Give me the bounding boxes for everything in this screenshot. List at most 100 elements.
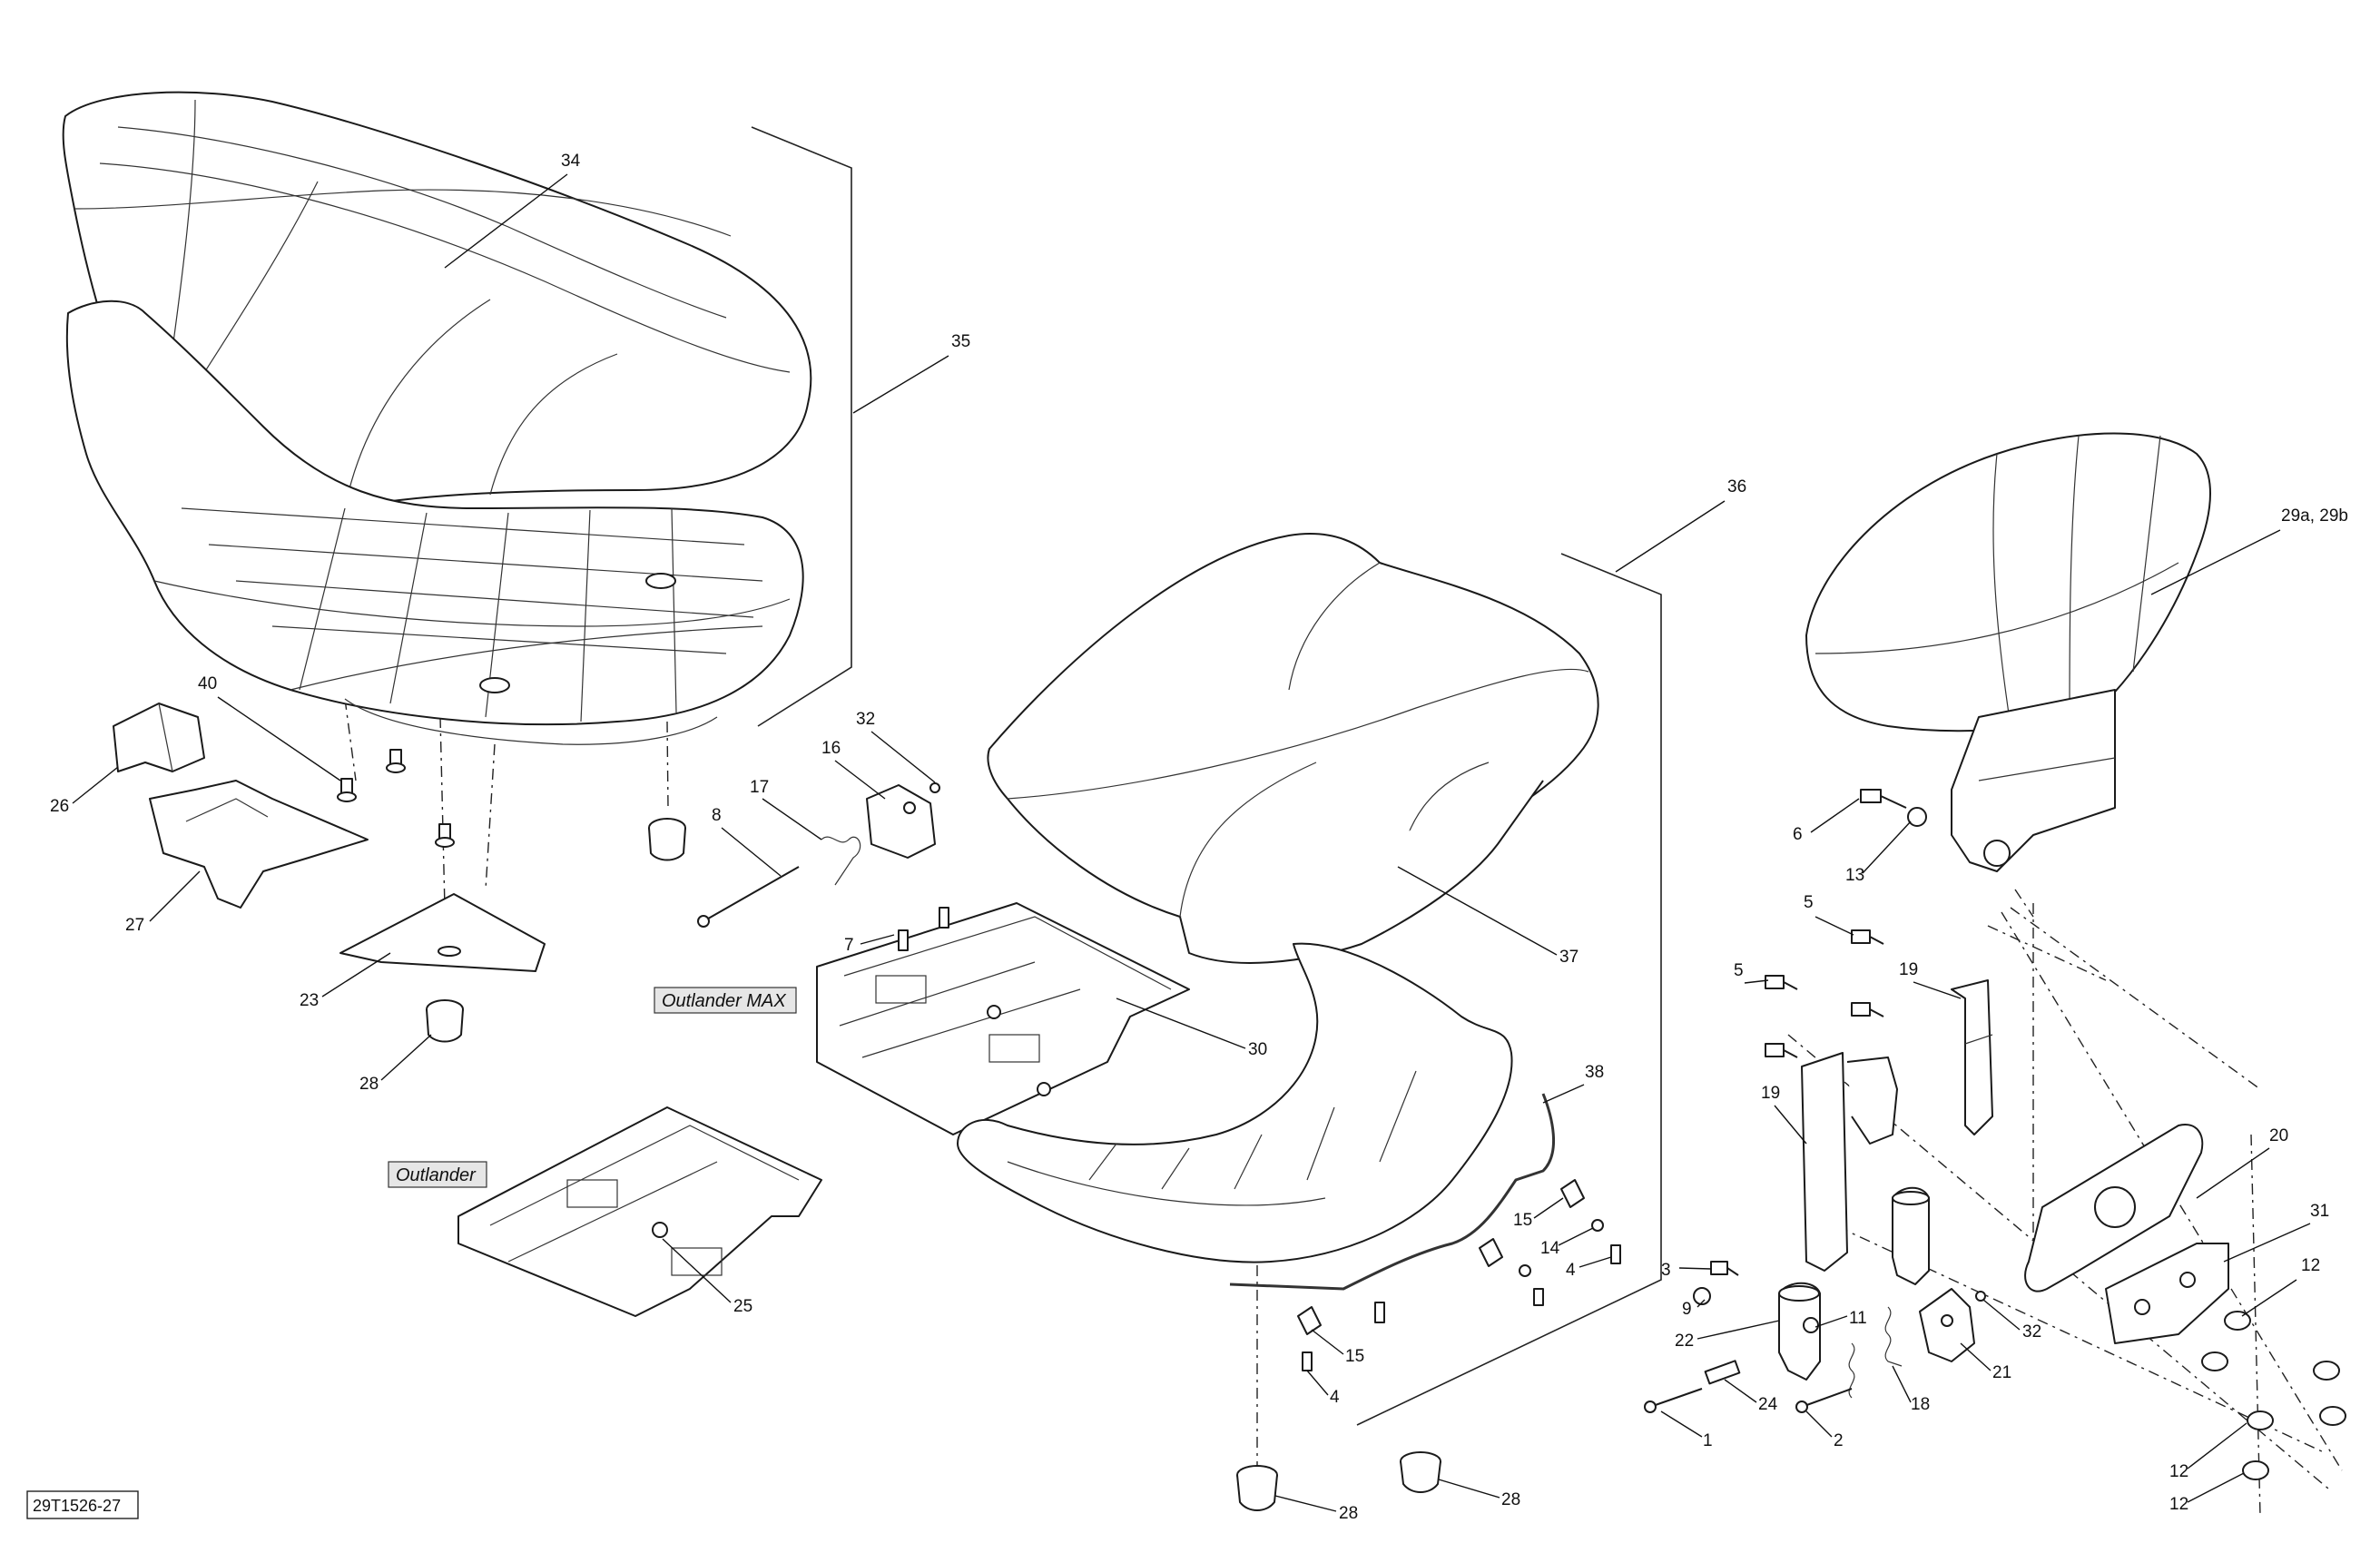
callout-label-c11: 11 bbox=[1849, 1309, 1867, 1328]
variant-label-max: Outlander MAX bbox=[654, 987, 797, 1014]
callout-label-c18: 18 bbox=[1911, 1395, 1930, 1414]
rear-seat-base bbox=[957, 942, 1513, 1263]
hinge-31 bbox=[2105, 1243, 2229, 1344]
rod-38 bbox=[1229, 1093, 1556, 1291]
callout-label-c17: 17 bbox=[750, 778, 769, 797]
leader-line-c35 bbox=[852, 355, 949, 414]
callout-label-c29: 29a, 29b bbox=[2281, 506, 2348, 526]
bracket-19-right bbox=[1951, 979, 1993, 1135]
leader-line-c18 bbox=[1892, 1365, 1912, 1403]
bumper-28-bottom-1 bbox=[1236, 1465, 1278, 1511]
callout-label-c26: 26 bbox=[50, 797, 69, 816]
stud-40 bbox=[337, 749, 455, 848]
leader-line-c8 bbox=[721, 827, 782, 877]
callout-label-c38: 38 bbox=[1585, 1063, 1604, 1082]
floor-plate-25 bbox=[457, 1106, 822, 1317]
callout-label-c16: 16 bbox=[821, 739, 841, 758]
callout-label-c13: 13 bbox=[1845, 866, 1864, 885]
bumper-28-bottom-2 bbox=[1400, 1451, 1441, 1493]
callout-label-c2: 2 bbox=[1834, 1431, 1844, 1450]
leader-line-c15a bbox=[1533, 1197, 1564, 1219]
bolts-5-6-13 bbox=[1765, 789, 1927, 1058]
callout-label-c1: 1 bbox=[1703, 1431, 1713, 1450]
plate-20 bbox=[2024, 1124, 2204, 1292]
callout-label-c3: 3 bbox=[1661, 1261, 1671, 1280]
leader-line-c32a bbox=[870, 731, 936, 783]
backrest-mount bbox=[1951, 689, 2116, 872]
front-seat-base bbox=[65, 300, 804, 745]
callout-label-c4a: 4 bbox=[1566, 1261, 1576, 1280]
variant-label-max-text: Outlander MAX bbox=[662, 991, 786, 1011]
leader-line-c25 bbox=[662, 1238, 732, 1303]
variant-label-std: Outlander bbox=[388, 1161, 487, 1188]
leader-line-c12a bbox=[2241, 1279, 2297, 1317]
leader-line-c24 bbox=[1724, 1379, 1757, 1403]
leader-line-c4a bbox=[1578, 1256, 1612, 1268]
callout-label-c15b: 15 bbox=[1345, 1347, 1364, 1366]
callout-label-c22: 22 bbox=[1675, 1332, 1694, 1351]
callout-label-c28a: 28 bbox=[359, 1075, 379, 1094]
leader-line-c13 bbox=[1862, 821, 1912, 874]
callout-label-c31: 31 bbox=[2310, 1202, 2329, 1221]
clips-and-screws bbox=[1297, 1179, 1621, 1371]
leader-line-c4b bbox=[1306, 1370, 1329, 1396]
callout-label-c21: 21 bbox=[1992, 1363, 2011, 1382]
leader-line-c38 bbox=[1542, 1084, 1585, 1104]
latch-housing-22 bbox=[1778, 1282, 1821, 1381]
nuts-12 bbox=[2201, 1311, 2346, 1480]
leader-line-c34 bbox=[444, 173, 568, 269]
callout-label-c4b: 4 bbox=[1330, 1388, 1340, 1407]
leader-line-c20 bbox=[2196, 1147, 2270, 1199]
backrest-29 bbox=[1805, 432, 2211, 732]
callout-label-c12b: 12 bbox=[2169, 1462, 2188, 1481]
leader-line-c29 bbox=[2150, 529, 2281, 595]
leader-line-c14 bbox=[1558, 1227, 1594, 1246]
callout-label-c5b: 5 bbox=[1734, 961, 1744, 980]
callout-label-c12a: 12 bbox=[2301, 1256, 2320, 1275]
frame-front-seat bbox=[751, 126, 852, 727]
callout-label-c37: 37 bbox=[1559, 948, 1578, 967]
latch-21 bbox=[1919, 1288, 1975, 1362]
callout-label-c7: 7 bbox=[844, 936, 854, 955]
leader-line-c40 bbox=[217, 696, 341, 781]
side-panel-26 bbox=[113, 703, 205, 772]
bumper-28-base bbox=[648, 818, 686, 861]
callout-label-c32a: 32 bbox=[856, 710, 875, 729]
bumper-28-left bbox=[426, 999, 464, 1043]
spring-17 bbox=[821, 836, 861, 886]
leader-line-c28c bbox=[1438, 1479, 1500, 1499]
leader-line-c3 bbox=[1678, 1267, 1712, 1270]
leader-line-c19b bbox=[1774, 1105, 1807, 1145]
leader-line-c31 bbox=[2223, 1223, 2311, 1263]
leader-line-c30 bbox=[1116, 998, 1246, 1049]
rear-seat-cushion bbox=[987, 533, 1599, 964]
callout-label-c28b: 28 bbox=[1339, 1504, 1358, 1523]
frame-rear-seat bbox=[1356, 553, 1662, 1426]
callout-label-c19b: 19 bbox=[1761, 1084, 1780, 1103]
latch-bracket-16 bbox=[866, 782, 940, 859]
callout-label-c30: 30 bbox=[1248, 1040, 1267, 1059]
leader-line-c6 bbox=[1810, 798, 1860, 833]
leader-line-c22 bbox=[1696, 1320, 1780, 1340]
callout-label-c20: 20 bbox=[2269, 1126, 2288, 1145]
leader-line-c9 bbox=[1696, 1299, 1706, 1308]
callout-label-c12c: 12 bbox=[2169, 1495, 2188, 1514]
leader-line-c5a bbox=[1815, 916, 1854, 936]
assembly-frame-lines bbox=[751, 126, 1662, 1426]
callout-label-c6: 6 bbox=[1793, 825, 1803, 844]
leader-line-c28b bbox=[1274, 1495, 1337, 1512]
latch-housing-upper bbox=[1892, 1186, 1930, 1285]
callout-label-c34: 34 bbox=[561, 152, 581, 171]
leader-line-c16 bbox=[834, 760, 886, 800]
leader-line-c11 bbox=[1815, 1315, 1848, 1328]
callout-label-c27: 27 bbox=[125, 916, 144, 935]
document-id: 29T1526-27 bbox=[33, 1497, 121, 1515]
callout-label-c24: 24 bbox=[1758, 1395, 1778, 1414]
callout-label-c14: 14 bbox=[1540, 1239, 1560, 1258]
callout-label-c25: 25 bbox=[733, 1297, 752, 1316]
callout-label-c36: 36 bbox=[1727, 477, 1746, 496]
leader-line-c2 bbox=[1805, 1410, 1833, 1438]
callout-label-c9: 9 bbox=[1682, 1300, 1692, 1319]
